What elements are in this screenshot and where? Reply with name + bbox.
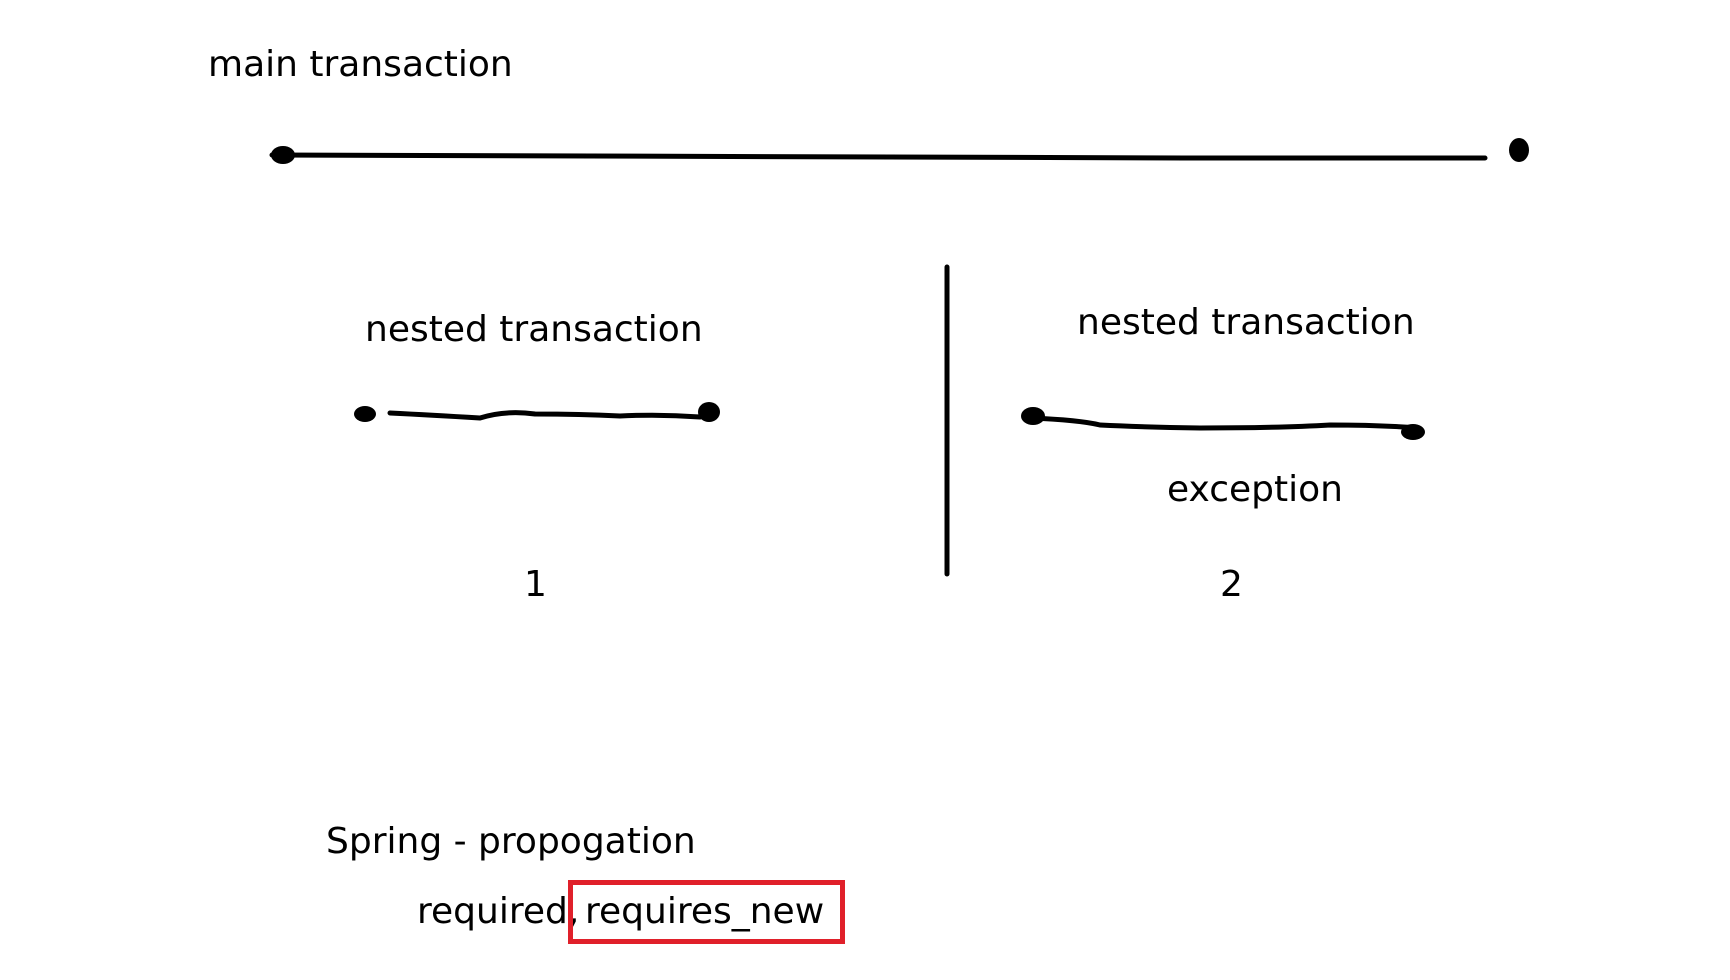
spring-propagation-title: Spring - propogation [326,821,696,862]
exception-label: exception [1167,469,1343,510]
nested-transaction-1-start-dot [354,406,376,422]
case-2-label: 2 [1220,564,1243,605]
required-option-label: required, [417,891,580,932]
nested-transaction-2-end-dot [1401,424,1425,440]
main-transaction-line [269,138,1529,164]
requires-new-highlight-box [568,880,845,944]
nested-transaction-1-end-dot [698,402,720,422]
nested-transaction-1-line [354,402,720,422]
nested-transaction-1-stroke [387,410,703,421]
nested-transaction-2-line [1021,407,1425,440]
nested-transaction-2-label: nested transaction [1077,302,1415,343]
nested-transaction-2-stroke [1027,415,1421,431]
requires-new-option-label: requires_new [585,891,825,932]
main-transaction-start-dot [271,146,295,164]
nested-transaction-1-label: nested transaction [365,309,703,350]
nested-transaction-2-start-dot [1021,407,1045,425]
main-transaction-stroke [269,152,1488,161]
main-transaction-end-dot [1509,138,1529,162]
case-1-label: 1 [524,564,547,605]
main-transaction-label: main transaction [208,44,513,85]
